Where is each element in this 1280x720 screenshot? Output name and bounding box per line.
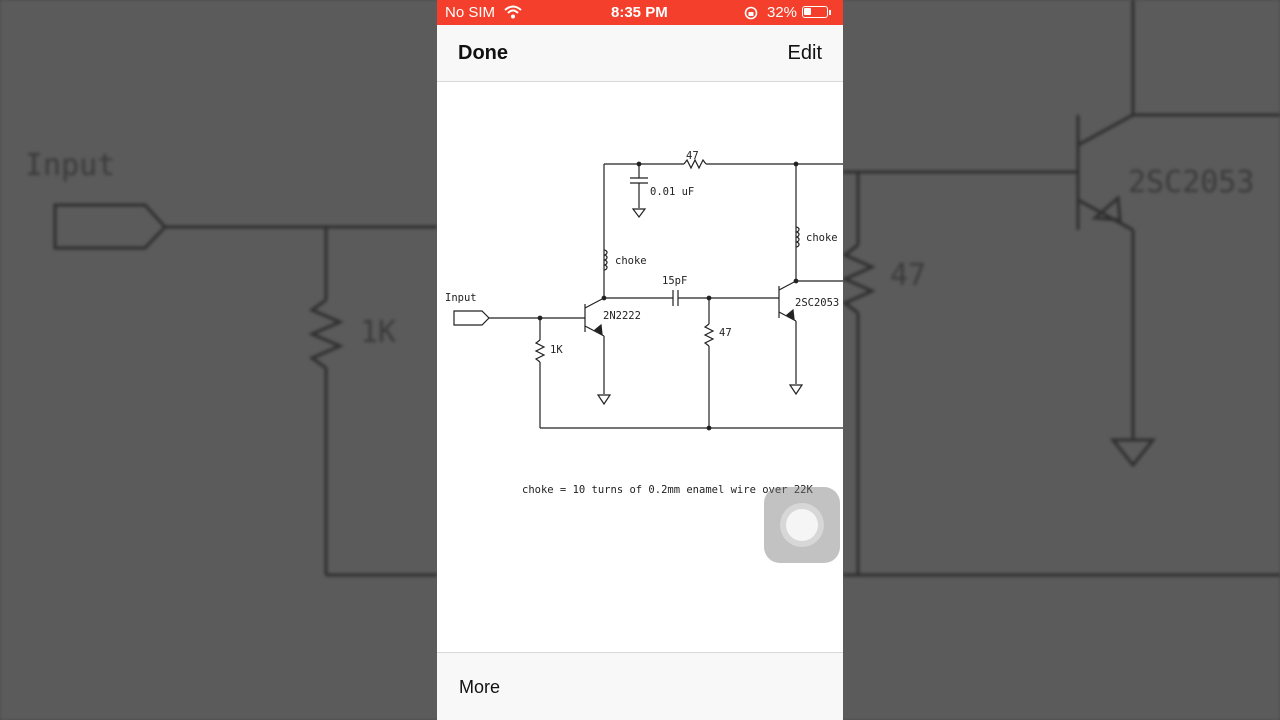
circuit-schematic <box>453 158 843 431</box>
status-bar: No SIM 8:35 PM 32% <box>437 0 843 25</box>
battery-percent: 32% <box>767 4 798 21</box>
battery-tip <box>829 10 831 15</box>
carrier-label: No SIM <box>445 4 496 21</box>
resistor-1k-label: 1K <box>550 344 563 356</box>
bg-transistor-label: 2SC2053 <box>1128 165 1255 200</box>
resistor-top-label: 47 <box>686 150 699 162</box>
bg-input-label: Input <box>25 148 116 183</box>
assistive-touch-inner-circle <box>786 509 818 541</box>
transistor-q1-label: 2N2222 <box>603 310 641 322</box>
done-button[interactable]: Done <box>458 42 508 64</box>
wifi-icon <box>504 5 522 19</box>
bg-resistor-1k-label: 1K <box>360 315 397 350</box>
battery-icon <box>802 6 828 18</box>
photo-content[interactable]: Input 1K 2N2222 2SC2053 0.01 uF 47 choke… <box>437 82 843 652</box>
choke-right-label: choke <box>806 232 838 244</box>
capacitor-mid-label: 15pF <box>662 275 688 287</box>
choke-left-label: choke <box>615 255 647 267</box>
navigation-bar: Done Edit <box>437 25 843 82</box>
photo-viewer-window: No SIM 8:35 PM 32% Done Edit <box>437 0 843 720</box>
transistor-q2-label: 2SC2053 <box>795 297 840 309</box>
capacitor-top-label: 0.01 uF <box>650 186 695 198</box>
edit-button[interactable]: Edit <box>787 42 822 64</box>
bottom-toolbar: More <box>437 652 843 720</box>
more-button[interactable]: More <box>459 677 501 697</box>
assistive-touch-button[interactable] <box>764 487 840 563</box>
orientation-lock-icon <box>744 6 758 20</box>
clock: 8:35 PM <box>611 4 668 21</box>
bg-resistor-47-label: 47 <box>890 258 927 293</box>
schematic-input-label: Input <box>445 292 477 304</box>
resistor-mid-label: 47 <box>719 327 732 339</box>
choke-note: choke = 10 turns of 0.2mm enamel wire ov… <box>522 484 813 496</box>
battery-fill <box>804 8 811 15</box>
